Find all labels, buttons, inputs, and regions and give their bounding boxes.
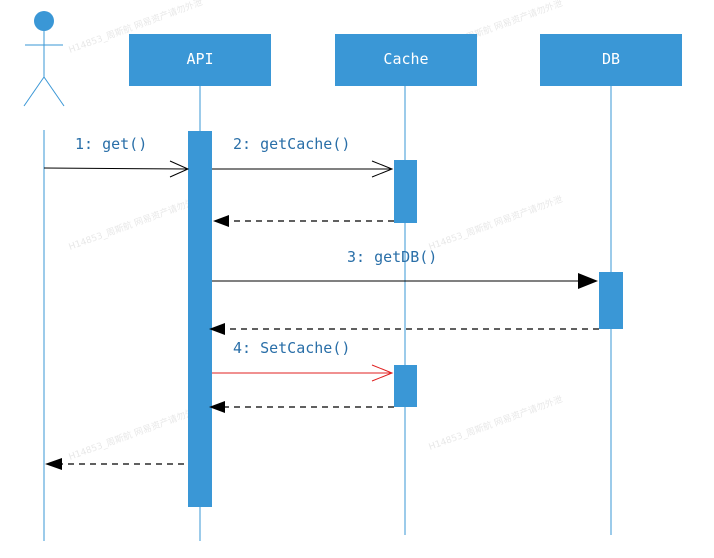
watermark-5: H14853_周斯航 网易资产请勿外泄 (67, 403, 204, 463)
cache-activation-bar-1 (394, 160, 417, 223)
watermark-4: H14853_周斯航 网易资产请勿外泄 (427, 193, 564, 253)
participant-cache-label: Cache (383, 50, 428, 68)
participant-db: DB (540, 34, 682, 86)
message-getcache (212, 160, 394, 178)
api-activation-bar (188, 131, 212, 507)
return-from-cache-2 (209, 401, 394, 413)
participant-api: API (129, 34, 271, 86)
arrowhead-icon (45, 458, 62, 470)
message-get (43, 160, 190, 178)
watermark-3: H14853_周斯航 网易资产请勿外泄 (67, 193, 204, 253)
arrowhead-icon (209, 401, 225, 413)
message-getdb-label: 3: getDB() (347, 248, 437, 266)
return-from-db (209, 323, 599, 335)
message-get-label: 1: get() (75, 135, 147, 153)
participant-api-label: API (186, 50, 213, 68)
actor-icon (23, 11, 65, 107)
participant-cache: Cache (335, 34, 477, 86)
message-setcache-label: 4: SetCache() (233, 339, 350, 357)
arrowhead-icon (209, 323, 225, 335)
return-from-cache (213, 215, 394, 227)
watermark-6: H14853_周斯航 网易资产请勿外泄 (427, 393, 564, 453)
arrowhead-icon (578, 273, 598, 289)
db-activation-bar (599, 272, 623, 329)
message-getdb (212, 273, 598, 289)
return-to-actor (45, 458, 184, 470)
arrowhead-icon (213, 215, 229, 227)
participant-db-label: DB (602, 50, 620, 68)
cache-activation-bar-2 (394, 365, 417, 407)
message-setcache (212, 364, 394, 382)
message-getcache-label: 2: getCache() (233, 135, 350, 153)
